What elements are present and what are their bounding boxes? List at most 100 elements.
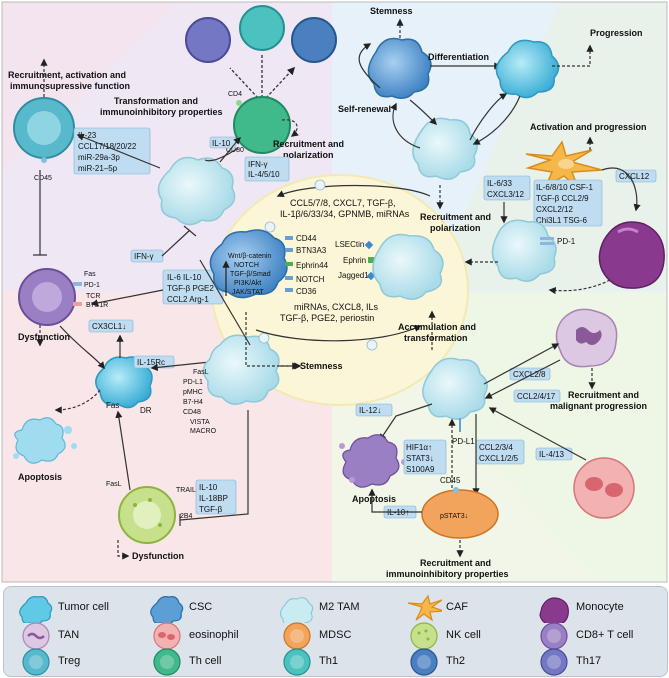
ligand-jagged1: Jagged1	[338, 271, 369, 280]
hif-box-3: S100A9	[406, 465, 435, 474]
legend-swatch	[407, 594, 442, 622]
cd45-mdsc	[453, 487, 459, 493]
hif-box-2: STAT3↓	[406, 454, 434, 463]
legend-swatch	[410, 648, 438, 676]
accumulation-2: transformation	[404, 333, 468, 343]
ligand-ephrin: Ephrin	[343, 256, 366, 265]
receptor-cd36: CD36	[296, 287, 317, 296]
apoptosis-bleb-3	[13, 453, 19, 459]
csc-cell-top	[367, 37, 432, 99]
cx3cl1-label: CX3CL1↓	[92, 322, 126, 331]
legend-label: Tumor cell	[58, 601, 109, 613]
ccl2-4-17-label: CCL2/4/17	[517, 392, 556, 401]
progression-arrow	[552, 44, 594, 67]
apoptosis-cell-right	[342, 434, 400, 488]
tumor-cell-left	[95, 356, 153, 409]
caf-nucleus	[558, 159, 574, 169]
csc-path-1: Wnt/β-catenin	[228, 253, 271, 260]
tam-to-apoptosis-arrow	[379, 403, 433, 442]
csc-path-4: PI3K/Akt	[234, 280, 261, 287]
receptor-btn3a3-mark	[285, 248, 293, 252]
nk-box-1: IL-10	[199, 483, 218, 492]
dysfunction2-arrow	[117, 540, 130, 560]
il12-label: IL-12↓	[359, 406, 381, 415]
tam-tl-to-th	[219, 136, 242, 163]
tumor-cell-top-right	[495, 39, 560, 99]
cd8-nucleus	[32, 282, 62, 312]
pd1-label: PD-1	[557, 237, 576, 246]
m2-box-3: CCL2 Arg-1	[167, 295, 209, 304]
ligand-ephrin-mark	[368, 257, 374, 263]
legend-swatch	[279, 597, 314, 623]
cxcl2-8-label: CXCL2/8	[513, 370, 546, 379]
receptor-notch-mark	[285, 276, 293, 280]
vesicle-center-2	[264, 221, 276, 233]
receptor-cd44: CD44	[296, 234, 317, 243]
legend-label: Th2	[446, 655, 465, 667]
apoptosis-cell-left	[14, 417, 66, 464]
caf-box-mid-4: Chi3L1 TSG-6	[536, 216, 588, 225]
treg-box	[73, 127, 151, 175]
cd8-b7-receptor	[73, 302, 82, 306]
monocyte-to-tam	[548, 279, 611, 295]
center-stemness-label: Stemness	[300, 361, 343, 371]
ifn-th-label-1: IFN-γ	[248, 160, 268, 169]
legend-label: eosinophil	[189, 629, 239, 641]
recruit-th-arrow	[281, 119, 299, 137]
cxcl12-label: CXCL12	[619, 172, 650, 181]
pd1-receptor-2	[540, 242, 554, 245]
legend-label: Th1	[319, 655, 338, 667]
receptor-ephrin44: Ephrin44	[296, 261, 329, 270]
caf-to-monocyte-arrow	[601, 167, 641, 212]
treg-title-2: immunosupressive function	[10, 81, 130, 91]
il4-13-box	[535, 447, 573, 461]
receptor-btn3a3: BTN3A3	[296, 246, 327, 255]
ccl-box-1: CCL2/3/4	[479, 443, 513, 452]
nk-box-3: TGF-β	[199, 505, 223, 514]
differentiation-label: Differentiation	[428, 52, 489, 62]
nk-box-2: IL-18BP	[199, 494, 228, 503]
receptor-cd44-mark	[285, 236, 293, 240]
nk-to-tumor	[115, 410, 131, 491]
th17-cell	[185, 17, 231, 63]
nk-granule-1	[133, 503, 137, 507]
pstat3-label: pSTAT3↓	[440, 513, 468, 520]
center-bottom-text-2: TGF-β, PGE2, periostin	[280, 313, 374, 323]
m2-box-1: IL-6 IL-10	[167, 273, 202, 282]
caf-box-mid-3: CXCL2/12	[536, 205, 573, 214]
cd8-pd1: PD-1	[84, 282, 100, 289]
recruit-malignant-1: Recruitment and	[568, 390, 639, 400]
nk-2b4: 2B4	[180, 513, 193, 520]
treg-nucleus	[27, 111, 61, 145]
m2-tam-center	[372, 233, 444, 300]
fas-label: Fas	[106, 401, 119, 410]
legend-swatch	[540, 648, 568, 676]
legend-swatch	[19, 596, 53, 623]
legend-label: CD8+ T cell	[576, 629, 634, 641]
vesicle-center-1	[314, 179, 326, 191]
legend-label: MDSC	[319, 629, 352, 641]
legend-swatch	[283, 648, 311, 676]
apoptosis-bleb-2	[71, 443, 77, 449]
il12-box	[355, 403, 393, 417]
csc-path-2: NOTCH	[234, 262, 259, 269]
csc-path-5: JAK/STAT	[232, 289, 264, 296]
center-bottom-arrow	[255, 325, 422, 342]
th-cell	[233, 96, 291, 154]
tumor-to-tam-arrow	[472, 95, 521, 145]
hif-box	[403, 439, 447, 475]
apoptosis-r-bleb-3	[349, 477, 355, 483]
cd8-pd1-receptor	[73, 282, 82, 286]
legend-swatch	[22, 622, 50, 650]
caf-box-mid-2: TGF-β CCL2/9	[536, 194, 589, 203]
legend-label: CAF	[446, 601, 468, 613]
legend-label: CSC	[189, 601, 213, 613]
eosinophil-lobe-2	[605, 483, 623, 497]
m2-to-tumor-left	[150, 361, 211, 371]
ligand-lsectin-mark	[364, 240, 374, 250]
m2-marker-cd48: CD48	[183, 409, 201, 416]
progression-label: Progression	[590, 28, 643, 38]
nk-box	[195, 479, 237, 515]
cd8-tcr: TCR	[86, 293, 100, 300]
